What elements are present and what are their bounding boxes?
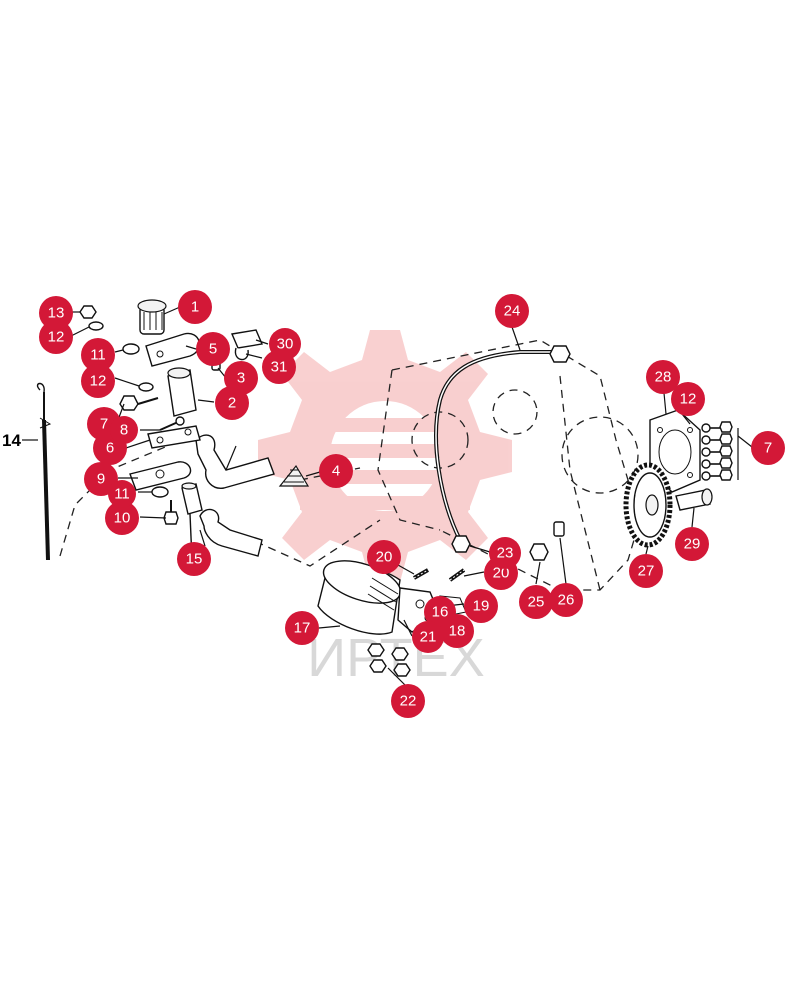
hose-upper [195, 434, 275, 489]
plug-26 [553, 521, 565, 537]
callout-24[interactable]: 24 [495, 294, 529, 328]
nut-13 [79, 305, 97, 319]
strainer-4 [278, 464, 310, 487]
washer-11b [151, 486, 169, 498]
shaft-29 [675, 488, 713, 511]
svg-text:12: 12 [680, 391, 697, 408]
svg-text:9: 9 [97, 471, 105, 488]
svg-text:21: 21 [420, 629, 437, 646]
bolts-7-right [701, 421, 733, 481]
callout-17[interactable]: 17 [285, 611, 319, 645]
washer-11a [122, 343, 140, 355]
svg-text:26: 26 [558, 592, 575, 609]
svg-text:16: 16 [432, 604, 449, 621]
svg-text:31: 31 [271, 359, 288, 376]
bolt-7a [119, 395, 159, 411]
nuts-22 [367, 643, 411, 677]
callout-4[interactable]: 4 [319, 454, 353, 488]
tube-lower [181, 482, 203, 561]
svg-text:22: 22 [400, 693, 417, 710]
svg-text:4: 4 [332, 463, 340, 480]
callout-25[interactable]: 25 [519, 585, 553, 619]
svg-text:10: 10 [114, 510, 131, 527]
callout-9[interactable]: 9 [84, 462, 118, 496]
svg-text:30: 30 [277, 336, 294, 353]
svg-text:8: 8 [120, 422, 128, 439]
callout-19[interactable]: 19 [464, 589, 498, 623]
svg-text:3: 3 [237, 370, 245, 387]
svg-text:11: 11 [114, 486, 130, 503]
oil-pipe-24 [434, 345, 571, 541]
callout-26[interactable]: 26 [549, 583, 583, 617]
stud-20a [413, 568, 429, 580]
svg-text:19: 19 [473, 598, 490, 615]
washer-12b [138, 382, 154, 392]
clip-9 [129, 461, 192, 491]
callout-11-lower[interactable]: 11 [108, 480, 136, 508]
callout-10[interactable]: 10 [105, 501, 139, 535]
callout-8[interactable]: 8 [110, 416, 138, 444]
svg-text:1: 1 [191, 299, 199, 316]
svg-text:23: 23 [497, 545, 514, 562]
svg-text:15: 15 [186, 551, 203, 568]
callout-7-right[interactable]: 7 [751, 431, 785, 465]
dipstick [36, 382, 52, 561]
bracket-5 [145, 332, 201, 367]
filler-cap [137, 299, 167, 335]
svg-text:11: 11 [90, 347, 106, 364]
stud-20b [448, 568, 466, 582]
callout-1[interactable]: 1 [178, 290, 212, 324]
svg-text:13: 13 [48, 305, 65, 322]
callout-12-right[interactable]: 12 [671, 382, 705, 416]
screw-8 [159, 416, 185, 431]
clamp-6 [147, 425, 201, 449]
callout-18[interactable]: 18 [440, 614, 474, 648]
gear-27 [623, 462, 673, 548]
callout-21[interactable]: 21 [412, 621, 444, 653]
callout-28[interactable]: 28 [646, 360, 680, 394]
part-label-14: 14 [2, 431, 21, 450]
svg-text:2: 2 [228, 395, 236, 412]
svg-text:12: 12 [90, 373, 107, 390]
bracket-30 [231, 329, 263, 361]
svg-text:25: 25 [528, 594, 545, 611]
callout-12-top[interactable]: 12 [39, 320, 73, 354]
callout-20-left[interactable]: 20 [367, 540, 401, 574]
bolt-10 [163, 500, 179, 525]
union-23 [451, 535, 471, 553]
callout-31[interactable]: 31 [262, 350, 296, 384]
svg-text:7: 7 [764, 440, 772, 457]
callout-22[interactable]: 22 [391, 684, 425, 718]
svg-text:24: 24 [504, 303, 521, 320]
svg-text:18: 18 [449, 623, 466, 640]
washer-12a [88, 321, 104, 331]
callout-5[interactable]: 5 [196, 332, 230, 366]
svg-text:28: 28 [655, 369, 672, 386]
svg-text:7: 7 [100, 416, 108, 433]
callout-15[interactable]: 15 [177, 542, 211, 576]
watermark-logo [258, 330, 512, 582]
hose-15 [199, 508, 263, 557]
callout-11-upper[interactable]: 11 [81, 338, 115, 372]
callout-3[interactable]: 3 [224, 361, 258, 395]
leader-lines [22, 306, 753, 687]
callout-29[interactable]: 29 [675, 527, 709, 561]
svg-text:20: 20 [376, 549, 393, 566]
svg-text:29: 29 [684, 536, 701, 553]
callout-23[interactable]: 23 [489, 537, 521, 569]
plug-25 [529, 543, 549, 561]
tube-2 [167, 367, 197, 417]
callout-13[interactable]: 13 [39, 296, 73, 330]
svg-text:17: 17 [294, 620, 311, 637]
svg-text:5: 5 [209, 341, 217, 358]
svg-text:6: 6 [106, 440, 114, 457]
callout-12-mid[interactable]: 12 [81, 364, 115, 398]
svg-text:27: 27 [638, 563, 655, 580]
callout-27[interactable]: 27 [629, 554, 663, 588]
svg-text:12: 12 [48, 329, 65, 346]
